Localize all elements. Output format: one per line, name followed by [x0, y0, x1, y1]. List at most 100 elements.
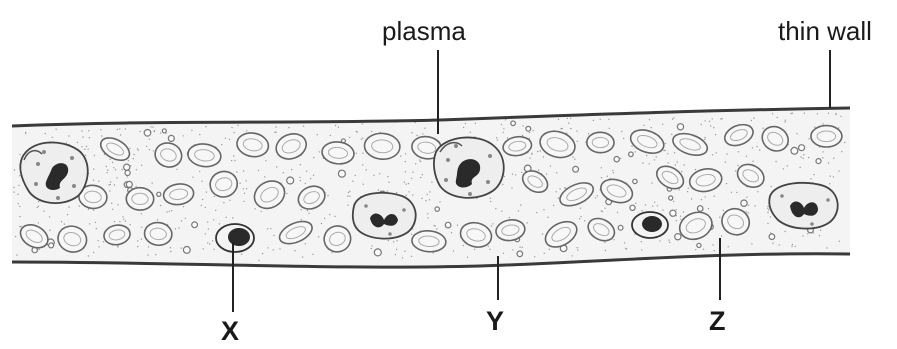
plasma-dot [183, 206, 184, 207]
plasma-dot [820, 230, 821, 231]
plasma-dot [208, 228, 209, 229]
plasma-dot [577, 141, 578, 142]
plasma-dot [79, 205, 80, 206]
plasma-dot [453, 250, 454, 251]
plasma-dot [542, 233, 543, 234]
plasma-dot [673, 201, 674, 202]
plasma-dot [642, 162, 643, 163]
plasma-dot [110, 181, 111, 182]
plasma-dot [429, 191, 430, 192]
plasma-dot [362, 164, 363, 165]
plasma-dot [714, 196, 715, 197]
plasma-dot [305, 243, 306, 244]
plasma-dot [529, 132, 530, 133]
plasma-dot [822, 151, 823, 152]
plasma-dot [223, 202, 224, 203]
plasma-dot [115, 169, 116, 170]
plasma-dot [608, 119, 609, 120]
plasma-dot [643, 125, 644, 126]
plasma-dot [728, 246, 729, 247]
plasma-dot [135, 186, 136, 187]
plasma-dot [671, 134, 672, 135]
plasma-dot [813, 174, 814, 175]
plasma-dot [117, 129, 118, 130]
plasma-dot [87, 149, 88, 150]
plasma-dot [489, 249, 490, 250]
plasma-dot [244, 193, 245, 194]
plasma-dot [775, 161, 776, 162]
plasma-dot [645, 204, 646, 205]
plasma-dot [279, 248, 280, 249]
plasma-dot [814, 127, 815, 128]
plasma-dot [605, 250, 606, 251]
plasma-dot [701, 124, 702, 125]
plasma-dot [829, 183, 830, 184]
plasma-dot [275, 131, 276, 132]
plasma-dot [792, 244, 793, 245]
platelet [144, 130, 151, 137]
plasma-dot [704, 137, 705, 138]
plasma-dot [225, 138, 226, 139]
y-label: Y [486, 306, 504, 336]
plasma-dot [291, 169, 292, 170]
plasma-dot [665, 150, 666, 151]
plasma-dot [133, 158, 134, 159]
plasma-dot [379, 173, 380, 174]
plasma-dot [221, 144, 222, 145]
platelet [677, 124, 683, 130]
plasma-dot [593, 120, 594, 121]
plasma-dot [265, 160, 266, 161]
plasma-dot [710, 125, 711, 126]
plasma-dot [568, 123, 569, 124]
plasma-dot [667, 153, 668, 154]
plasma-dot [411, 234, 412, 235]
plasma-dot [294, 250, 295, 251]
plasma-dot [600, 119, 601, 120]
plasma-dot [715, 134, 716, 135]
plasma-dot [519, 246, 520, 247]
plasma-dot [497, 139, 498, 140]
plasma-dot [457, 225, 458, 226]
plasma-dot [133, 154, 134, 155]
plasma-dot [181, 220, 182, 221]
plasma-dot [111, 203, 112, 204]
plasma-dot [756, 146, 757, 147]
plasma-dot [19, 154, 20, 155]
plasma-dot [672, 118, 673, 119]
plasma-dot [64, 223, 65, 224]
plasma-dot [560, 128, 561, 129]
platelet [741, 200, 747, 206]
plasma-dot [475, 123, 476, 124]
plasma-dot [572, 156, 573, 157]
plasma-dot [149, 149, 150, 150]
plasma-dot [261, 211, 262, 212]
plasma-dot [199, 171, 200, 172]
plasma-dot [708, 208, 709, 209]
plasma-dot [719, 217, 720, 218]
plasma-dot [540, 150, 541, 151]
plasma-dot [147, 254, 148, 255]
plasma-dot [463, 245, 464, 246]
plasma-dot [146, 146, 147, 147]
plasma-dot [490, 201, 491, 202]
plasma-dot [349, 191, 350, 192]
plasma-dot [246, 188, 247, 189]
plasma-dot [239, 183, 240, 184]
plasma-dot [209, 243, 210, 244]
plasma-dot [191, 130, 192, 131]
plasma-dot [349, 137, 350, 138]
plasma-dot [89, 223, 90, 224]
plasma-dot [570, 128, 571, 129]
plasma-dot [371, 131, 372, 132]
plasma-dot [205, 126, 206, 127]
plasma-dot [683, 211, 684, 212]
plasma-dot [245, 180, 246, 181]
plasma-dot [746, 197, 747, 198]
plasma-dot [504, 176, 505, 177]
plasma-dot [19, 216, 20, 217]
plasma-dot [631, 145, 632, 146]
plasma-dot [424, 128, 425, 129]
plasma-dot [649, 119, 650, 120]
plasma-dot [833, 158, 834, 159]
plasma-dot [422, 174, 423, 175]
